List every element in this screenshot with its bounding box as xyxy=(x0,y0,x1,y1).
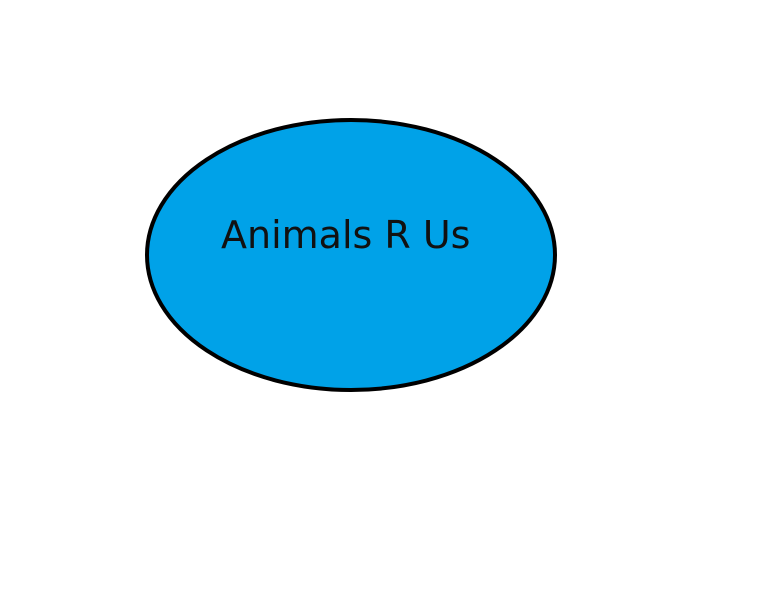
ellipse-label: Animals R Us xyxy=(221,213,470,257)
blue-ellipse-shape xyxy=(145,118,557,392)
